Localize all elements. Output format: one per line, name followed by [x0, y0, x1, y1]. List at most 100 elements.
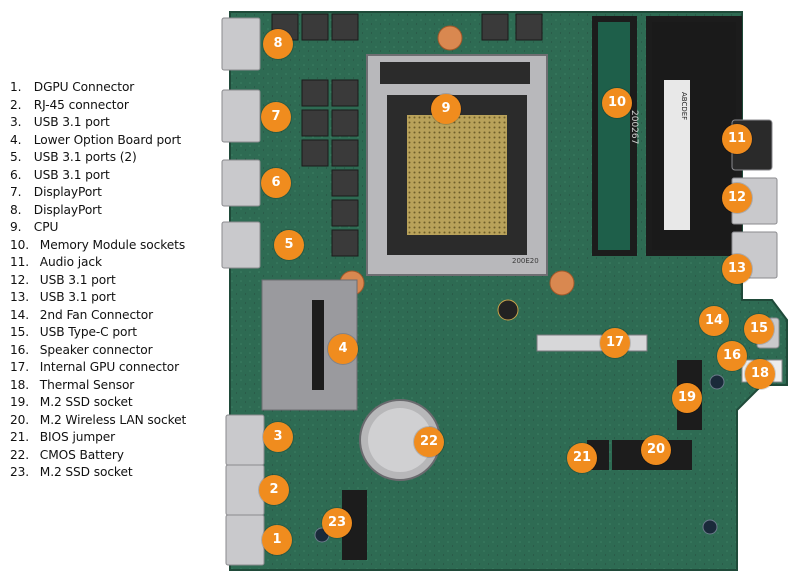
legend-item: 15. USB Type-C port — [10, 324, 210, 342]
legend-item: 8. DisplayPort — [10, 202, 210, 220]
callout-7: 7 — [261, 102, 291, 132]
legend-item-label: USB 3.1 port — [33, 167, 110, 182]
legend-item: 11. Audio jack — [10, 254, 210, 272]
legend-item: 6. USB 3.1 port — [10, 167, 210, 185]
legend-item-label: CPU — [33, 220, 59, 234]
callout-10: 10 — [602, 88, 632, 118]
callout-20: 20 — [641, 435, 671, 465]
legend-item-number: 16. — [10, 342, 30, 357]
legend-item-number: 22. — [10, 447, 30, 462]
callout-4: 4 — [328, 334, 358, 364]
legend-item-number: 11. — [10, 255, 30, 269]
callout-17: 17 — [600, 328, 630, 358]
legend-item: 12. USB 3.1 port — [10, 272, 210, 290]
legend-item-label: Speaker connector — [39, 342, 153, 357]
motherboard-illustration: 200E20 ABCDEF 200267 — [221, 11, 788, 571]
legend-item-number: 14. — [10, 307, 30, 322]
legend-item: 18. Thermal Sensor — [10, 377, 210, 395]
legend-item-label: BIOS jumper — [39, 430, 116, 444]
legend-item-number: 9. — [10, 220, 22, 234]
callout-6: 6 — [261, 168, 291, 198]
svg-text:200267: 200267 — [629, 110, 639, 144]
cmos-battery — [359, 399, 441, 481]
legend-item-number: 18. — [10, 377, 30, 392]
legend-item-number: 3. — [10, 115, 22, 129]
callout-12: 12 — [722, 183, 752, 213]
legend-item-label: Internal GPU connector — [39, 360, 180, 374]
legend-item-label: USB Type-C port — [39, 325, 137, 339]
legend-item-label: M.2 Wireless LAN socket — [39, 412, 187, 427]
legend-item: 2. RJ-45 connector — [10, 97, 210, 115]
callout-5: 5 — [274, 230, 304, 260]
legend-item-number: 4. — [10, 132, 22, 147]
legend-item-label: DisplayPort — [33, 185, 102, 199]
legend-item-label: USB 3.1 port — [33, 115, 110, 129]
motherboard-photo: 200E20 ABCDEF 200267 — [212, 0, 800, 581]
legend-item-label: RJ-45 connector — [33, 97, 129, 112]
callout-11: 11 — [722, 124, 752, 154]
legend-item: 13. USB 3.1 port — [10, 289, 210, 307]
legend-item-label: M.2 SSD socket — [39, 395, 133, 409]
cpu-socket: 200E20 — [366, 54, 548, 276]
legend-item: 1. DGPU Connector — [10, 79, 210, 97]
legend-item: 20. M.2 Wireless LAN socket — [10, 412, 210, 430]
callout-9: 9 — [431, 94, 461, 124]
heatsink-screws — [314, 299, 725, 543]
callout-14: 14 — [699, 306, 729, 336]
svg-text:ABCDEF: ABCDEF — [680, 92, 688, 120]
callout-19: 19 — [672, 383, 702, 413]
internal-gpu-connector — [536, 334, 648, 352]
legend-item: 19. M.2 SSD socket — [10, 394, 210, 412]
svg-text:200E20: 200E20 — [512, 257, 539, 265]
callout-1: 1 — [262, 525, 292, 555]
legend-item-number: 19. — [10, 395, 30, 409]
legend-item-label: 2nd Fan Connector — [39, 307, 153, 322]
memory-sockets: ABCDEF 200267 — [592, 16, 742, 256]
legend-item-number: 5. — [10, 150, 22, 164]
callout-23: 23 — [322, 508, 352, 538]
legend-item-number: 17. — [10, 360, 30, 374]
legend-item: 3. USB 3.1 port — [10, 114, 210, 132]
callout-8: 8 — [263, 29, 293, 59]
legend-item-label: USB 3.1 port — [39, 272, 116, 287]
legend-item-number: 15. — [10, 325, 30, 339]
legend-item: 7. DisplayPort — [10, 184, 210, 202]
callout-21: 21 — [567, 443, 597, 473]
legend-item-label: M.2 SSD socket — [39, 465, 133, 479]
callout-2: 2 — [259, 475, 289, 505]
legend-item-label: DisplayPort — [33, 202, 102, 217]
legend-item-number: 23. — [10, 465, 30, 479]
legend-item: 10. Memory Module sockets — [10, 237, 210, 255]
legend-item-number: 7. — [10, 185, 22, 199]
legend-item-label: USB 3.1 port — [39, 290, 116, 304]
callout-15: 15 — [744, 314, 774, 344]
legend-item: 4. Lower Option Board port — [10, 132, 210, 150]
callout-16: 16 — [717, 341, 747, 371]
legend-item: 9. CPU — [10, 219, 210, 237]
legend-item-label: CMOS Battery — [39, 447, 124, 462]
legend-item-label: Memory Module sockets — [39, 237, 186, 252]
legend-item-number: 20. — [10, 412, 30, 427]
legend-item-number: 8. — [10, 202, 22, 217]
legend-item-number: 2. — [10, 97, 22, 112]
legend-item-number: 12. — [10, 272, 30, 287]
callout-3: 3 — [263, 422, 293, 452]
legend-item-number: 21. — [10, 430, 30, 444]
legend-item-number: 10. — [10, 237, 30, 252]
legend-item-label: USB 3.1 ports (2) — [33, 150, 137, 164]
legend-item: 17. Internal GPU connector — [10, 359, 210, 377]
legend-item: 5. USB 3.1 ports (2) — [10, 149, 210, 167]
callout-18: 18 — [745, 359, 775, 389]
legend-item-number: 6. — [10, 167, 22, 182]
callout-22: 22 — [414, 427, 444, 457]
legend-item: 22. CMOS Battery — [10, 447, 210, 465]
legend-item: 16. Speaker connector — [10, 342, 210, 360]
legend-item-label: Audio jack — [39, 255, 102, 269]
legend-item: 21. BIOS jumper — [10, 429, 210, 447]
legend-item-number: 13. — [10, 290, 30, 304]
legend-item-label: DGPU Connector — [33, 80, 135, 94]
legend-item: 14. 2nd Fan Connector — [10, 307, 210, 325]
legend-item-number: 1. — [10, 80, 22, 94]
legend-item: 23. M.2 SSD socket — [10, 464, 210, 482]
